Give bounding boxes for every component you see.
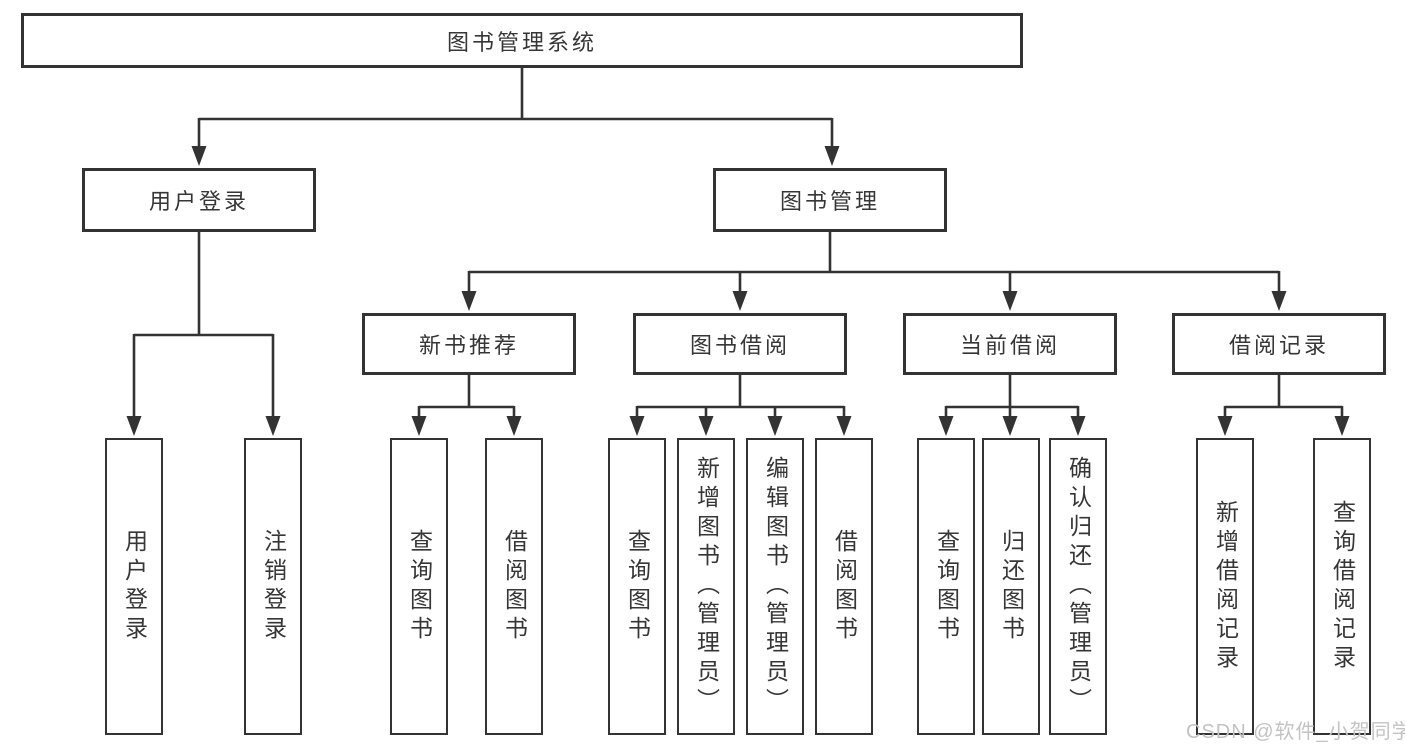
leaf-borrow-query-books: 查询图书	[608, 438, 666, 735]
leaf-label: 查询图书	[933, 528, 960, 645]
leaf-add-books-admin: 新增图书（管理员）	[677, 438, 735, 735]
leaf-edit-books-admin: 编辑图书（管理员）	[746, 438, 804, 735]
node-label: 用户登录	[148, 189, 249, 214]
node-label: 图书管理	[779, 189, 880, 214]
node-book-borrowing: 图书借阅	[633, 313, 847, 375]
csdn-watermark: CSDN @软件_小贺同学	[1186, 721, 1405, 743]
node-label: 新书推荐	[418, 333, 519, 358]
node-label: 当前借阅	[959, 333, 1060, 358]
leaf-recommend-borrow-books: 借阅图书	[485, 438, 543, 735]
leaf-logout: 注销登录	[244, 438, 302, 735]
leaf-label: 借阅图书	[831, 528, 858, 645]
leaf-recommend-query-books: 查询图书	[390, 438, 448, 735]
leaf-label: 新增借阅记录	[1212, 499, 1239, 674]
leaf-label: 编辑图书（管理员）	[762, 456, 789, 717]
node-label: 图书管理系统	[446, 29, 597, 55]
node-borrowing-records: 借阅记录	[1172, 313, 1386, 375]
leaf-label: 查询借阅记录	[1329, 499, 1356, 674]
leaf-label: 查询图书	[406, 528, 433, 645]
leaf-label: 新增图书（管理员）	[693, 456, 720, 717]
leaf-confirm-return-admin: 确认归还（管理员）	[1049, 438, 1107, 735]
leaf-return-books: 归还图书	[982, 438, 1040, 735]
node-book-management: 图书管理	[713, 168, 947, 232]
node-label: 借阅记录	[1228, 333, 1329, 358]
leaf-label: 注销登录	[260, 528, 287, 645]
leaf-query-borrow-record: 查询借阅记录	[1313, 438, 1371, 735]
node-user-login: 用户登录	[82, 168, 316, 232]
leaf-borrow-books: 借阅图书	[815, 438, 873, 735]
leaf-label: 用户登录	[121, 528, 148, 645]
node-new-book-recommend: 新书推荐	[362, 313, 576, 375]
node-current-borrowing: 当前借阅	[903, 313, 1117, 375]
leaf-label: 归还图书	[998, 528, 1025, 645]
leaf-label: 查询图书	[624, 528, 651, 645]
leaf-label: 借阅图书	[501, 528, 528, 645]
leaf-user-login: 用户登录	[105, 438, 163, 735]
node-root-system: 图书管理系统	[21, 13, 1023, 68]
leaf-add-borrow-record: 新增借阅记录	[1196, 438, 1254, 735]
leaf-current-query-books: 查询图书	[917, 438, 975, 735]
node-label: 图书借阅	[689, 333, 790, 358]
leaf-label: 确认归还（管理员）	[1065, 456, 1092, 717]
